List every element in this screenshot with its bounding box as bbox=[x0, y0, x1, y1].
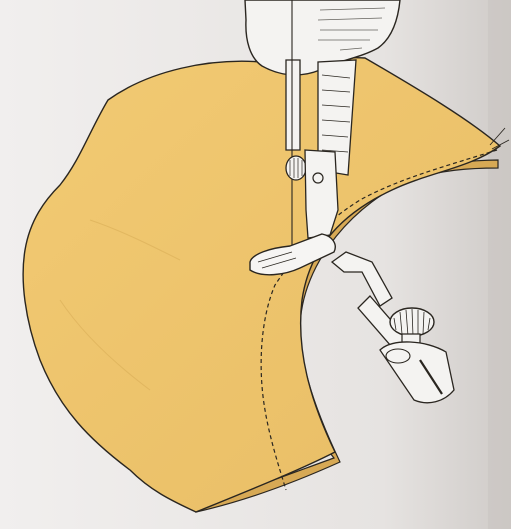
presser-shank bbox=[305, 150, 338, 238]
presser-thumbscrew bbox=[286, 156, 306, 180]
presser-bar bbox=[286, 60, 300, 150]
shank-screw bbox=[313, 173, 323, 183]
page-shadow-right bbox=[488, 0, 511, 529]
guide-washer bbox=[386, 349, 410, 363]
